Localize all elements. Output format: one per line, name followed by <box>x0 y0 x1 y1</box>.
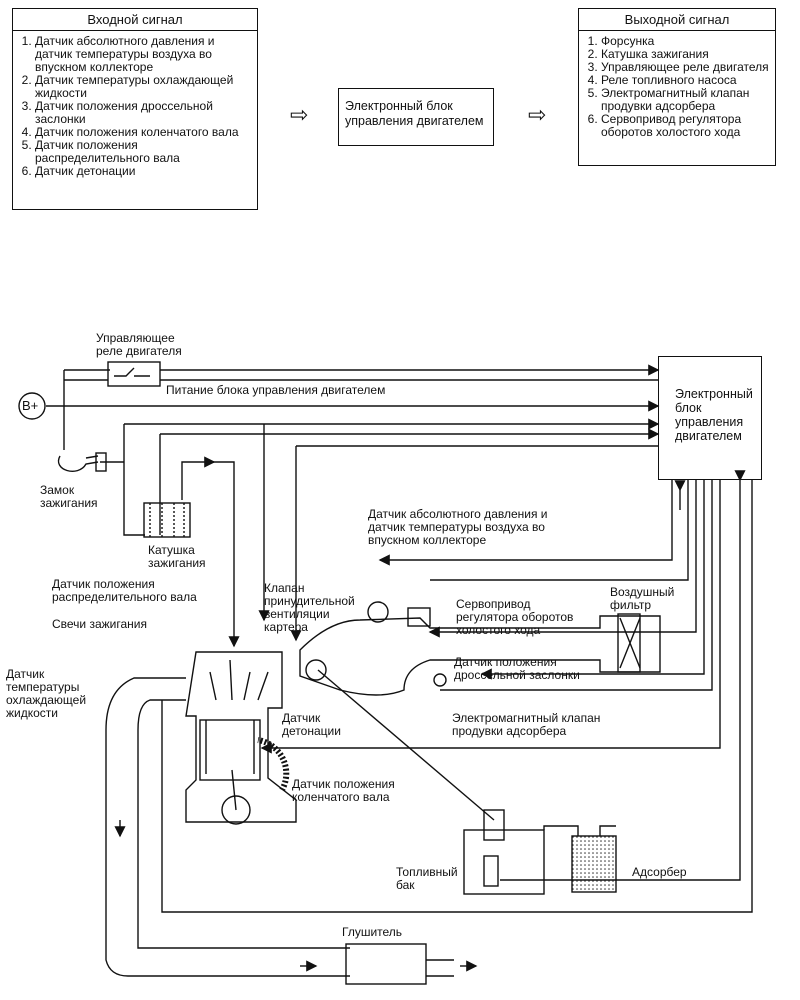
output-signal-box: Выходной сигнал Форсунка Катушка зажиган… <box>578 8 776 166</box>
arrow-right-icon: ⇨ <box>528 102 547 127</box>
ignition-lock-label: Замок зажигания <box>40 483 98 510</box>
exhaust-pipe <box>105 677 350 977</box>
ecu-box: Электронный блок управления двигателем <box>338 88 494 146</box>
list-item: Датчик абсолютного давления и датчик тем… <box>35 35 251 74</box>
list-item: Катушка зажигания <box>601 48 769 61</box>
air-filter-label: Воздушный фильтр <box>610 585 675 612</box>
coil-label: Катушка зажигания <box>148 543 206 570</box>
arrow-right-icon: ⇨ <box>290 102 309 127</box>
intake-manifold <box>299 615 661 696</box>
fuel-tank-label: Топливный бак <box>396 865 458 892</box>
purge-valve-label: Электромагнитный клапан продувки адсорбе… <box>452 711 601 738</box>
relay-label: Управляющее реле двигателя <box>96 331 182 358</box>
map-sensor-label: Датчик абсолютного давления и датчик тем… <box>368 507 548 547</box>
input-signal-box: Входной сигнал Датчик абсолютного давлен… <box>12 8 258 210</box>
input-signal-list: Датчик абсолютного давления и датчик тем… <box>13 31 257 182</box>
list-item: Датчик детонации <box>35 165 251 178</box>
list-item: Реле топливного насоса <box>601 74 769 87</box>
coolant-sensor-label: Датчик температуры охлаждающей жидкости <box>6 667 87 720</box>
list-item: Датчик положения дроссельной заслонки <box>35 100 251 126</box>
muffler-label: Глушитель <box>342 925 403 939</box>
power-ecu-label: Питание блока управления двигателем <box>166 383 386 397</box>
engine-block <box>185 651 297 823</box>
list-item: Датчик температуры охлаждающей жидкости <box>35 74 251 100</box>
list-item: Сервопривод регулятора оборотов холостог… <box>601 113 769 139</box>
list-item: Управляющее реле двигателя <box>601 61 769 74</box>
list-item: Датчик положения коленчатого вала <box>35 126 251 139</box>
output-signal-title: Выходной сигнал <box>579 9 775 31</box>
ecu-main-box: Электронный блок управления двигателем <box>658 356 762 480</box>
camshaft-sensor-label: Датчик положения распределительного вала <box>52 577 197 604</box>
crank-sensor-label: Датчик положения коленчатого вала <box>292 777 395 804</box>
spark-plugs-label: Свечи зажигания <box>52 617 147 631</box>
adsorber-label: Адсорбер <box>632 865 687 879</box>
pcv-valve-label: Клапан принудительной вентиляции картера <box>264 581 355 634</box>
input-signal-title: Входной сигнал <box>13 9 257 31</box>
knock-sensor-label: Датчик детонации <box>282 711 341 738</box>
list-item: Форсунка <box>601 35 769 48</box>
throttle-sensor-label: Датчик положения дроссельной заслонки <box>454 655 580 682</box>
list-item: Датчик положения распределительного вала <box>35 139 251 165</box>
list-item: Электромагнитный клапан продувки адсорбе… <box>601 87 769 113</box>
idle-servo-label: Сервопривод регулятора оборотов холостог… <box>456 597 574 637</box>
battery-label: B+ <box>22 398 39 413</box>
output-signal-list: Форсунка Катушка зажигания Управляющее р… <box>579 31 775 143</box>
adsorber-canister <box>571 835 617 893</box>
